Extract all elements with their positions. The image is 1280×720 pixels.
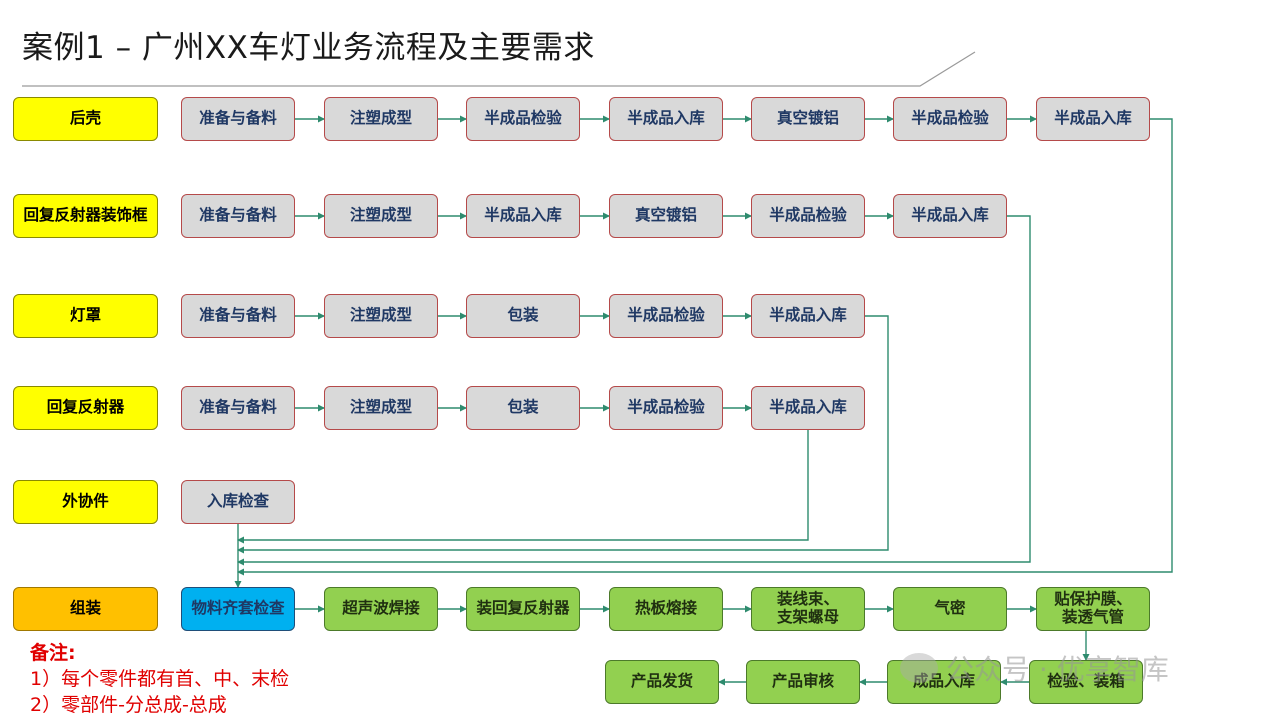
assembly-step: 装回复反射器 [466,587,580,631]
flow-arrow [237,315,889,554]
process-step: 半成品检验 [751,194,865,238]
assembly-step: 装线束、 支架螺母 [751,587,865,631]
process-step: 真空镀铝 [609,194,723,238]
process-step: 半成品入库 [751,294,865,338]
process-step: 入库检查 [181,480,295,524]
process-step: 半成品入库 [1036,97,1150,141]
process-step: 注塑成型 [324,386,438,430]
assembly-label: 组装 [13,587,158,631]
flow-arrow [237,118,1173,576]
process-step: 准备与备料 [181,194,295,238]
process-step: 包装 [466,294,580,338]
process-step: 准备与备料 [181,97,295,141]
process-step: 注塑成型 [324,97,438,141]
process-step: 准备与备料 [181,294,295,338]
flow-arrow [237,430,809,544]
process-step: 半成品入库 [466,194,580,238]
notes-item: 2）零部件-分总成-总成 [30,694,227,716]
process-step: 半成品入库 [893,194,1007,238]
page-title: 案例1 – 广州XX车灯业务流程及主要需求 [22,30,595,66]
flow-arrow [237,215,1031,566]
process-step: 准备与备料 [181,386,295,430]
watermark-text: 公众号 · 优享智库 [946,653,1169,686]
wechat-icon [900,653,938,683]
notes-title: 备注: [30,642,76,664]
assembly-step: 贴保护膜、 装透气管 [1036,587,1150,631]
row-label: 灯罩 [13,294,158,338]
process-step: 半成品检验 [893,97,1007,141]
row-label: 外协件 [13,480,158,524]
process-step: 真空镀铝 [751,97,865,141]
assembly-step: 成品入库 [887,660,1001,704]
process-step: 半成品入库 [609,97,723,141]
process-step: 半成品检验 [609,294,723,338]
assembly-step: 超声波焊接 [324,587,438,631]
process-step: 注塑成型 [324,294,438,338]
assembly-step: 气密 [893,587,1007,631]
title-underline [22,51,976,87]
row-label: 回复反射器装饰框 [13,194,158,238]
assembly-step: 产品审核 [746,660,860,704]
assembly-step: 检验、装箱 [1029,660,1143,704]
process-step: 半成品检验 [466,97,580,141]
row-label: 回复反射器 [13,386,158,430]
assembly-step: 物料齐套检查 [181,587,295,631]
watermark: 公众号 · 优享智库 [900,648,1169,688]
process-step: 注塑成型 [324,194,438,238]
assembly-step: 热板熔接 [609,587,723,631]
process-step: 半成品检验 [609,386,723,430]
process-step: 包装 [466,386,580,430]
notes: 备注: 1）每个零件都有首、中、末检 2）零部件-分总成-总成 [30,640,289,718]
assembly-step: 产品发货 [605,660,719,704]
process-step: 半成品入库 [751,386,865,430]
row-label: 后壳 [13,97,158,141]
notes-item: 1）每个零件都有首、中、末检 [30,668,290,690]
